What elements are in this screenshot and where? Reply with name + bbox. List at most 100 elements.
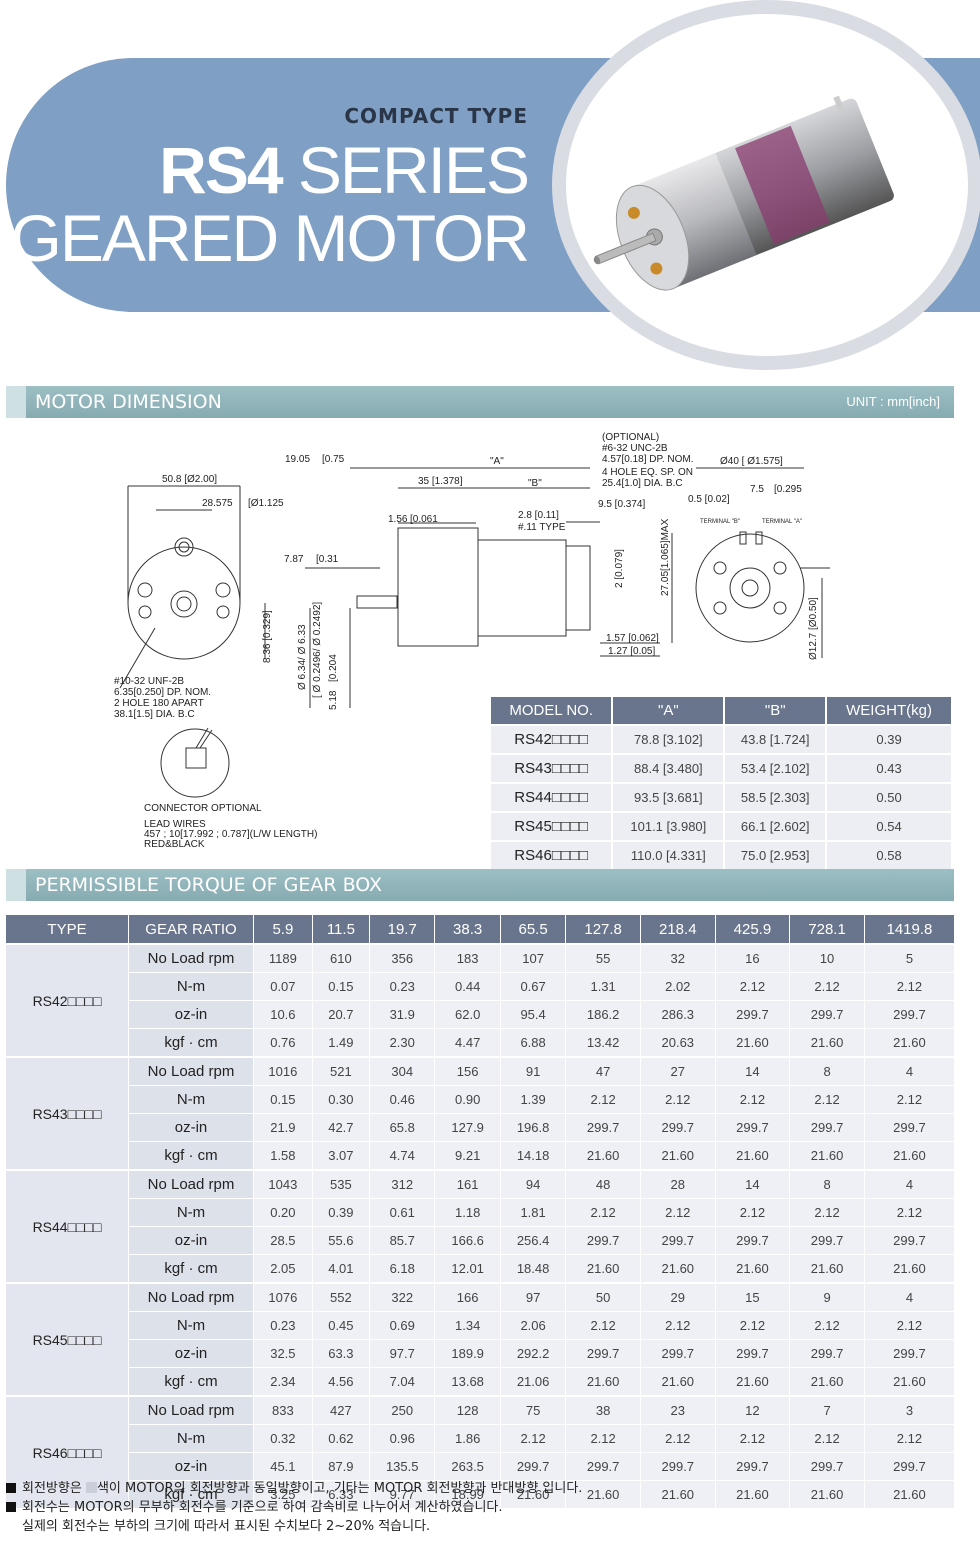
value-cell: 95.4: [500, 1000, 567, 1029]
value-cell: 55: [565, 943, 641, 973]
value-cell: 21.60: [715, 1028, 791, 1057]
value-cell: 0.76: [253, 1028, 313, 1057]
value-cell: 610: [312, 943, 371, 973]
col-header: "A": [612, 697, 726, 725]
value-cell: 189.9: [434, 1339, 501, 1368]
value-cell: 21.60: [864, 1367, 956, 1396]
motor-illustration: [593, 95, 894, 291]
value-cell: 356: [369, 943, 436, 973]
model-cell: 101.1 [3.980]: [612, 811, 726, 841]
value-cell: 18.99: [434, 1480, 501, 1508]
dim-label: [0.295: [774, 484, 802, 495]
note: 실제의 회전수는 부하의 크기에 따라서 표시된 수치보다 2~20% 적습니다…: [22, 1519, 431, 1534]
param-cell: N-m: [128, 972, 254, 1001]
model-table-header: MODEL NO. "A" "B" WEIGHT(kg): [491, 697, 953, 725]
value-cell: 21.60: [864, 1480, 956, 1508]
value-cell: 21.9: [253, 1113, 313, 1142]
value-cell: 12.01: [434, 1254, 501, 1283]
value-cell: 9.77: [369, 1480, 436, 1508]
value-cell: 521: [312, 1056, 371, 1086]
dim-label: 4 HOLE EQ. SP. ON: [602, 467, 693, 478]
value-cell: 21.60: [715, 1480, 791, 1508]
value-cell: 1.49: [312, 1028, 371, 1057]
model-row: RS44□□□□93.5 [3.681]58.5 [2.303]0.50: [491, 782, 953, 812]
value-cell: 3.07: [312, 1141, 371, 1170]
dim-label: 7.87: [284, 554, 304, 565]
value-cell: 299.7: [640, 1339, 716, 1368]
value-cell: 312: [369, 1169, 436, 1199]
col-header: TYPE: [6, 915, 129, 944]
ratio-header: 728.1: [789, 915, 865, 944]
value-cell: 299.7: [640, 1113, 716, 1142]
value-cell: 6.18: [369, 1254, 436, 1283]
value-cell: 21.60: [640, 1141, 716, 1170]
dim-label: Ø12.7 [Ø0.50]: [808, 597, 819, 660]
dim-label: 1.57 [0.062]: [606, 633, 659, 644]
value-cell: 4.74: [369, 1141, 436, 1170]
value-cell: 1.86: [434, 1424, 501, 1453]
value-cell: 18.48: [500, 1254, 567, 1283]
param-cell: oz-in: [128, 1339, 254, 1368]
dim-label: [0.204: [328, 654, 339, 682]
dim-label: 28.575: [202, 498, 233, 509]
value-cell: 0.23: [369, 972, 436, 1001]
dim-label: 7.5: [750, 484, 764, 495]
value-cell: 186.2: [565, 1000, 641, 1029]
value-cell: 15: [715, 1282, 791, 1312]
value-cell: 4: [864, 1169, 956, 1199]
dim-label: 25.4[1.0] DIA. B.C: [602, 478, 683, 489]
value-cell: 97.7: [369, 1339, 436, 1368]
ratio-header: 65.5: [500, 915, 567, 944]
value-cell: 21.60: [640, 1367, 716, 1396]
ratio-header: 5.9: [253, 915, 313, 944]
value-cell: 292.2: [500, 1339, 567, 1368]
value-cell: 304: [369, 1056, 436, 1086]
value-cell: 0.45: [312, 1311, 371, 1340]
dim-label: 2 HOLE 180 APART: [114, 698, 204, 709]
model-cell: 93.5 [3.681]: [612, 782, 726, 812]
value-cell: 0.96: [369, 1424, 436, 1453]
model-row: RS45□□□□101.1 [3.980]66.1 [2.602]0.54: [491, 811, 953, 841]
param-cell: N-m: [128, 1198, 254, 1227]
model-cell: 110.0 [4.331]: [612, 840, 726, 869]
value-cell: 21.60: [789, 1254, 865, 1283]
section-title: PERMISSIBLE TORQUE OF GEAR BOX: [35, 874, 383, 896]
header-title: GEARED MOTOR: [10, 201, 530, 275]
value-cell: 8: [789, 1056, 865, 1086]
value-cell: 2.06: [500, 1311, 567, 1340]
value-cell: 535: [312, 1169, 371, 1199]
value-cell: 7.04: [369, 1367, 436, 1396]
value-cell: 127.9: [434, 1113, 501, 1142]
dim-label: 0.5 [0.02]: [688, 494, 730, 505]
value-cell: 0.30: [312, 1085, 371, 1114]
param-cell: No Load rpm: [128, 1282, 254, 1312]
value-cell: 21.60: [715, 1141, 791, 1170]
value-cell: 0.07: [253, 972, 313, 1001]
torque-header: PERMISSIBLE TORQUE OF GEAR BOX: [6, 869, 954, 901]
value-cell: 85.7: [369, 1226, 436, 1255]
model-cell: RS45□□□□: [491, 811, 614, 841]
type-cell: RS43□□□□: [6, 1056, 129, 1170]
value-cell: 21.60: [640, 1254, 716, 1283]
model-cell: 66.1 [2.602]: [724, 811, 828, 841]
value-cell: 128: [434, 1395, 501, 1425]
value-cell: 2.12: [565, 1311, 641, 1340]
dim-label: [ Ø 0.2496/ Ø 0.2492]: [312, 602, 323, 698]
value-cell: 0.69: [369, 1311, 436, 1340]
value-cell: 299.7: [565, 1226, 641, 1255]
value-cell: 21.60: [640, 1480, 716, 1508]
value-cell: 263.5: [434, 1452, 501, 1481]
dim-label: CONNECTOR OPTIONAL: [144, 803, 262, 814]
value-cell: 299.7: [789, 1226, 865, 1255]
